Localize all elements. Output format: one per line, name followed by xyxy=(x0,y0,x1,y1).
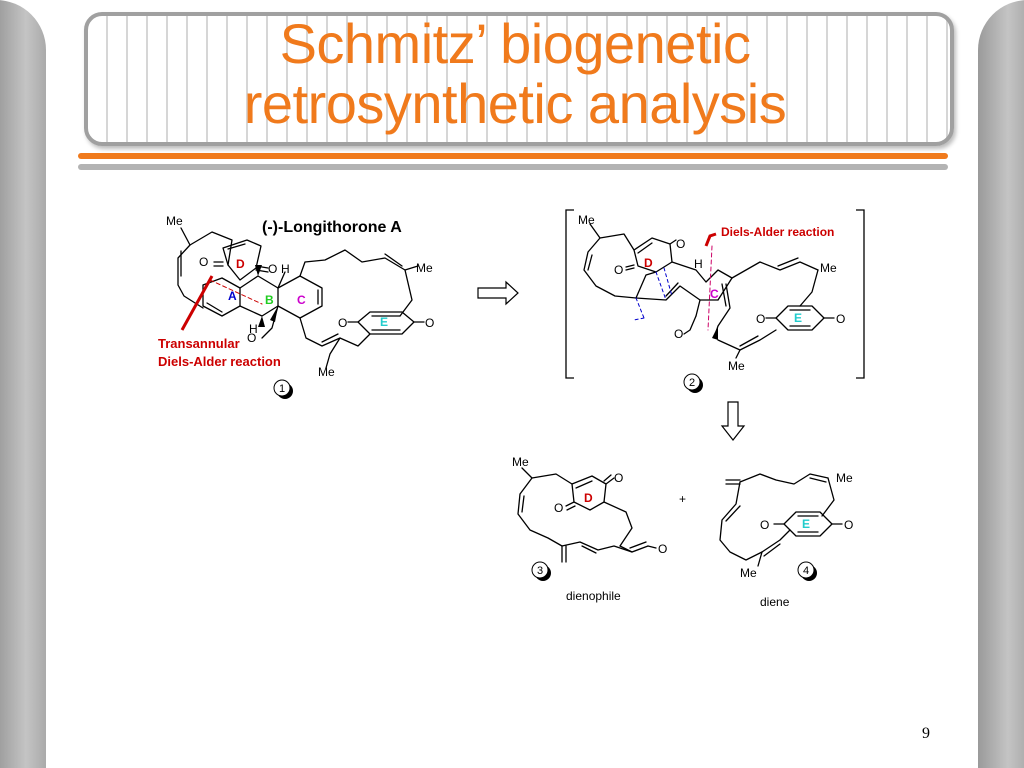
compound-3-number: 3 xyxy=(537,565,543,577)
c2-oxygen-e-right: O xyxy=(836,312,845,326)
title-panel xyxy=(84,12,954,146)
title-underline-gray xyxy=(78,164,948,170)
compound-3-number-badge: 3 xyxy=(531,561,551,581)
left-decorative-bar xyxy=(0,0,46,768)
compound-1-labels: Me O O H Me H O O O Me (-)-Longithorone … xyxy=(158,214,434,379)
c1-me-right: Me xyxy=(416,261,433,275)
c2-me-top: Me xyxy=(578,213,595,227)
compound-4-labels: Me O O Me E diene xyxy=(740,471,853,609)
c2-oxygen-left: O xyxy=(614,263,623,277)
compound-3-caption: dienophile xyxy=(566,589,621,603)
compound-2-structure xyxy=(583,223,835,359)
c1-annotation-line-2: Diels-Alder reaction xyxy=(158,354,281,369)
page-number: 9 xyxy=(922,725,930,742)
c1-oxygen-e-left: O xyxy=(338,316,347,330)
c2-ring-c: C xyxy=(710,287,719,301)
c3-me: Me xyxy=(512,455,529,469)
slide-title: Schmitz’ biogenetic retrosynthetic analy… xyxy=(90,14,940,134)
c1-annotation-line-1: Transannular xyxy=(158,336,240,351)
c1-oxygen-right: O xyxy=(268,262,277,276)
c1-ring-e: E xyxy=(380,315,388,329)
retro-arrow-down xyxy=(720,401,746,441)
c4-me-bottom: Me xyxy=(740,566,757,580)
c1-hydrogen-top: H xyxy=(281,262,290,276)
compound-4-caption: diene xyxy=(760,595,790,609)
plus-sign: + xyxy=(679,492,686,506)
c4-oxygen-left: O xyxy=(760,518,769,532)
compound-2-number-badge: 2 xyxy=(683,373,703,393)
compound-2-brackets xyxy=(565,209,865,379)
c2-ring-d: D xyxy=(644,256,653,270)
c2-oxygen-top: O xyxy=(676,237,685,251)
c4-me-top: Me xyxy=(836,471,853,485)
compound-4-number: 4 xyxy=(803,565,809,577)
c2-oxygen-e-left: O xyxy=(756,312,765,326)
c3-oxygen-left: O xyxy=(554,501,563,515)
c1-me-top: Me xyxy=(166,214,183,228)
retro-arrow-right xyxy=(477,280,519,306)
title-underline-orange xyxy=(78,153,948,159)
c1-oxygen-left: O xyxy=(199,255,208,269)
compound-3-labels: Me O O O D dienophile xyxy=(512,455,667,603)
c2-me-right: Me xyxy=(820,261,837,275)
c3-oxygen-aldehyde: O xyxy=(658,542,667,556)
c4-oxygen-right: O xyxy=(844,518,853,532)
right-decorative-bar xyxy=(978,0,1024,768)
c2-annotation: Diels-Alder reaction xyxy=(721,225,834,239)
c2-oxygen-aldehyde: O xyxy=(674,327,683,341)
c1-ring-c: C xyxy=(297,293,306,307)
c1-hydrogen-bottom: H xyxy=(249,322,258,336)
compound-3-structure xyxy=(517,467,657,563)
c2-me-bottom: Me xyxy=(728,359,745,373)
c3-oxygen-top: O xyxy=(614,471,623,485)
c4-ring-e: E xyxy=(802,517,810,531)
c2-ring-e: E xyxy=(794,311,802,325)
compound-2-labels: Me O O H Me O O O Me D C E Diels-Alder r… xyxy=(578,213,845,373)
compound-4-structure xyxy=(719,473,843,567)
c3-ring-d: D xyxy=(584,491,593,505)
c1-ring-a: A xyxy=(228,289,237,303)
c2-hydrogen: H xyxy=(694,257,703,271)
compound-2-number: 2 xyxy=(689,377,695,389)
c1-oxygen-e-right: O xyxy=(425,316,434,330)
compound-1-number: 1 xyxy=(279,383,285,395)
c1-oxygen-aldehyde: O xyxy=(247,331,256,345)
transannular-pointer xyxy=(180,275,214,331)
compound-1-number-badge: 1 xyxy=(273,379,293,399)
c1-ring-d: D xyxy=(236,257,245,271)
compound-4-number-badge: 4 xyxy=(797,561,817,581)
compound-1-structure xyxy=(177,227,425,369)
c1-ring-b: B xyxy=(265,293,274,307)
compound-1-name: (-)-Longithorone A xyxy=(262,219,402,236)
title-line-2: retrosynthetic analysis xyxy=(243,72,787,135)
c1-me-bottom: Me xyxy=(318,365,335,379)
c2-annotation-pointer xyxy=(704,232,717,247)
title-line-1: Schmitz’ biogenetic xyxy=(279,12,751,75)
